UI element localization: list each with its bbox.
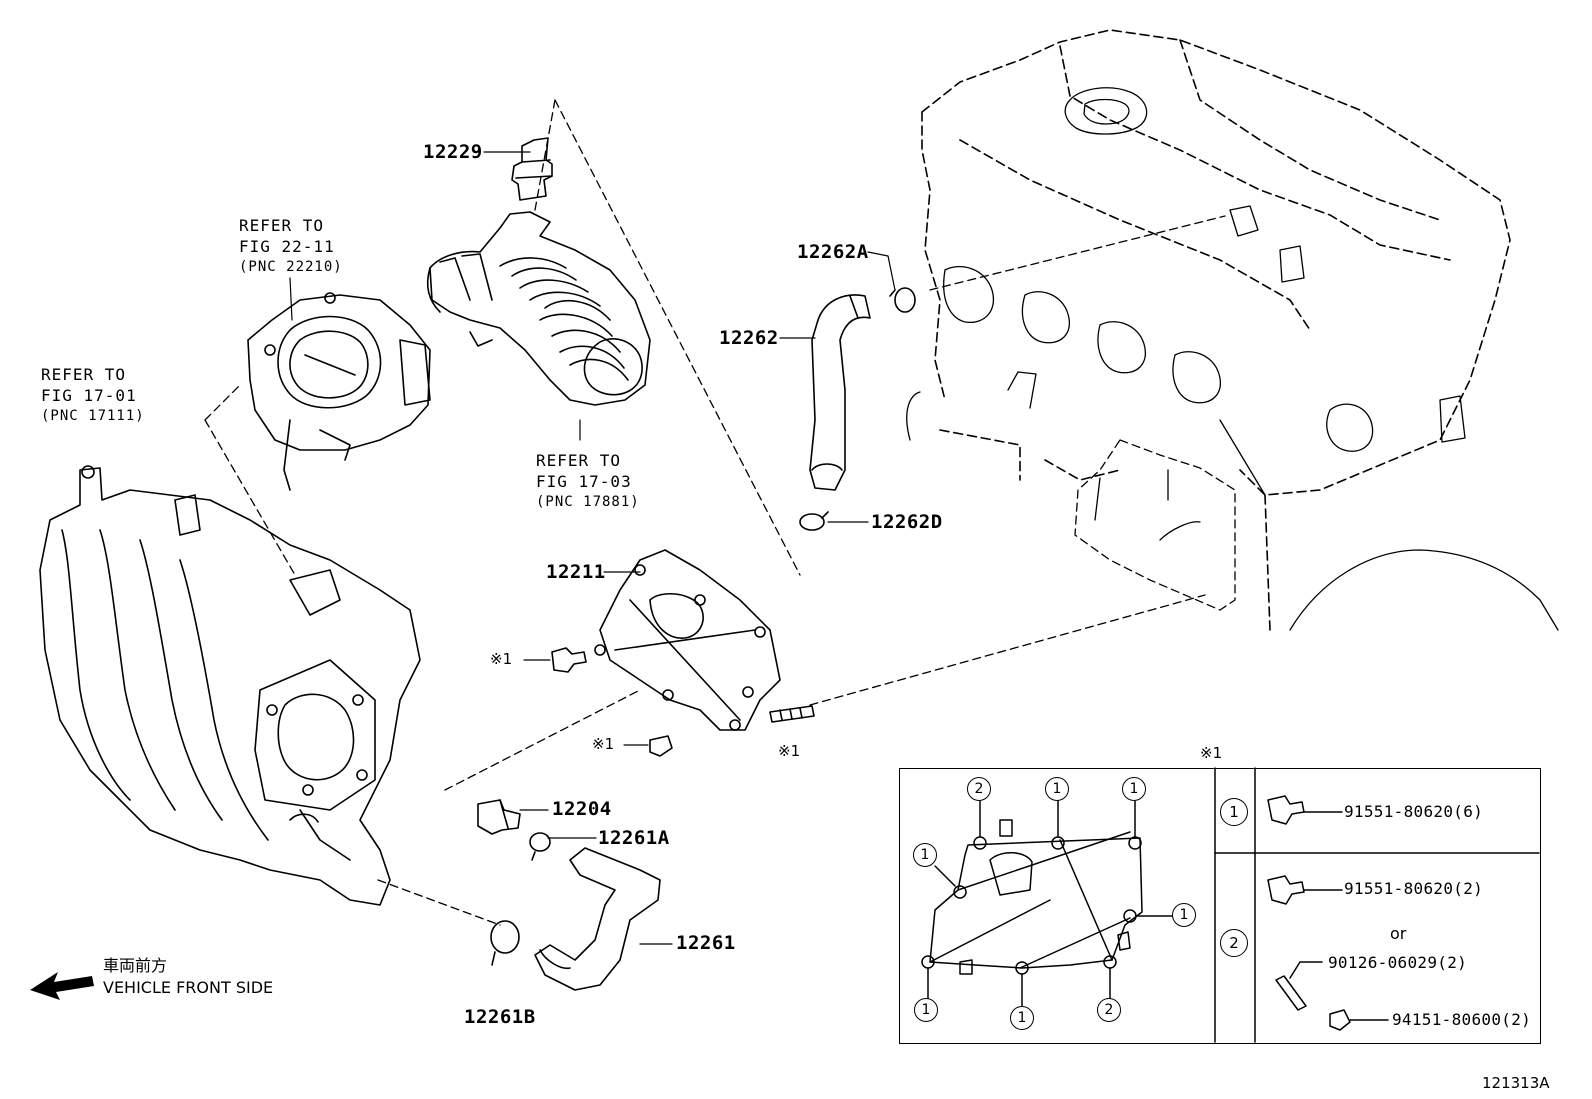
intake-manifold-drawing [39,465,421,906]
reference-line-2: FIG 17-03 [536,472,632,491]
fitting-12229-drawing [511,137,553,201]
reference-line-1: REFER TO [239,216,325,235]
reference-line-1: REFER TO [536,451,622,470]
part-label-12262A[interactable]: 12262A [797,241,869,263]
legend-row-key-1: 1 [1220,798,1248,826]
water-outlet-12211-drawing [594,549,781,731]
reference-pnc: (PNC 22210) [239,259,343,275]
bolt-drawings [551,647,815,757]
legend-bolt-callout-1: 1 [1010,1006,1034,1030]
reference-note-throttle-body[interactable]: REFER TO FIG 22-11 (PNC 22210) [239,215,343,278]
reference-pnc: (PNC 17111) [41,408,145,424]
legend-header-mark: ※1 [1200,744,1223,762]
part-label-12261A[interactable]: 12261A [598,827,670,849]
legend-bolt-callout-1: 1 [1172,903,1196,927]
reference-line-2: FIG 17-01 [41,386,137,405]
figure-id: 121313A [1482,1074,1550,1092]
legend-part-number[interactable]: 94151-80600(2) [1392,1010,1532,1029]
part-label-12262D[interactable]: 12262D [871,511,943,533]
note-mark-bolt-lower: ※1 [592,735,615,753]
hose-12261-drawing [490,847,661,991]
note-mark-stud: ※1 [778,742,801,760]
leader-lines [289,151,896,945]
reference-line-1: REFER TO [41,365,127,384]
legend-part-number[interactable]: 90126-06029(2) [1328,953,1468,972]
part-label-12229[interactable]: 12229 [423,141,483,163]
legend-or-text: or [1390,924,1407,943]
reference-pnc: (PNC 17881) [536,494,640,510]
assembly-lines [204,99,1226,926]
reference-note-intake-manifold[interactable]: REFER TO FIG 17-01 (PNC 17111) [41,364,145,427]
part-label-12204[interactable]: 12204 [552,798,612,820]
engine-block-detail [906,87,1559,631]
legend-bolt-callout-1: 1 [1122,777,1146,801]
engine-cover-outline [1074,439,1236,611]
engine-block-outline [921,29,1511,631]
legend-bolt-callout-1: 1 [914,998,938,1022]
part-label-12211[interactable]: 12211 [546,561,606,583]
note-mark-bolt-upper: ※1 [490,650,513,668]
legend-bolt-callout-2: 2 [1097,998,1121,1022]
legend-row-key-2: 2 [1220,929,1248,957]
part-label-12262[interactable]: 12262 [719,327,779,349]
throttle-body-drawing [247,292,431,491]
part-label-12261[interactable]: 12261 [676,932,736,954]
front-arrow-drawing [30,972,94,1000]
hose-12262-drawing [799,287,916,531]
inlet-hose-drawing [426,211,651,406]
engine-block-dashed-lower [939,429,1121,481]
reference-note-inlet-hose[interactable]: REFER TO FIG 17-03 (PNC 17881) [536,450,640,513]
legend-bolt-callout-1: 1 [913,843,937,867]
legend-part-number[interactable]: 91551-80620(6) [1344,802,1484,821]
legend-part-number[interactable]: 91551-80620(2) [1344,879,1484,898]
legend-bolt-callout-2: 2 [967,777,991,801]
front-side-japanese: 車両前方 [103,956,168,975]
legend-box [899,768,1541,1044]
valve-12204-drawing [477,799,551,861]
legend-drawing [921,767,1540,1043]
legend-bolt-callout-1: 1 [1045,777,1069,801]
part-label-12261B[interactable]: 12261B [464,1006,536,1028]
reference-line-2: FIG 22-11 [239,237,335,256]
front-side-label: VEHICLE FRONT SIDE [103,978,274,997]
